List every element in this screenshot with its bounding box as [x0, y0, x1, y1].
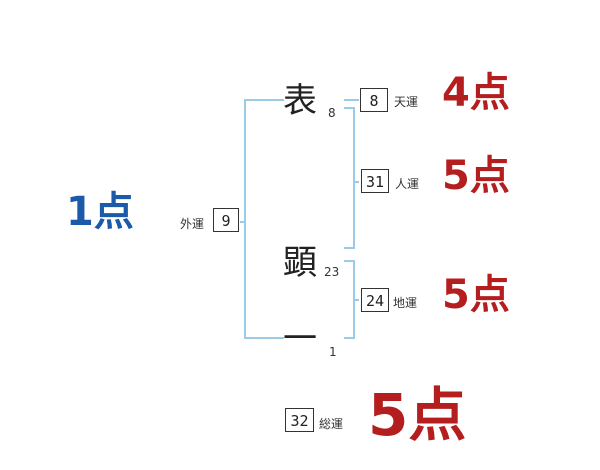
name-char-3: 一: [283, 319, 317, 359]
name-char-2: 顕: [283, 243, 317, 283]
gaiun-label: 外運: [180, 217, 205, 231]
name-char-1-strokes: 8: [328, 106, 336, 120]
gaiun-score: 1点: [66, 189, 134, 235]
jinun-bracket: [344, 107, 355, 249]
chiun-bracket: [344, 260, 355, 339]
souun-score: 5点: [368, 381, 467, 449]
name-char-2-strokes: 23: [324, 265, 340, 279]
chiun-value-box: 24: [361, 288, 389, 312]
jinun-value-box: 31: [361, 169, 389, 193]
jinun-score: 5点: [442, 153, 510, 199]
chiun-label: 地運: [393, 296, 418, 310]
tenun-value-box: 8: [360, 88, 388, 112]
souun-value-box: 32: [285, 408, 314, 432]
gaiun-value-box: 9: [213, 208, 239, 232]
chiun-score: 5点: [442, 272, 510, 318]
souun-label: 総運: [319, 417, 344, 431]
outer-bracket: [244, 99, 284, 339]
jinun-label: 人運: [395, 177, 420, 191]
tenun-label: 天運: [394, 95, 419, 109]
tenun-score: 4点: [442, 70, 510, 116]
name-char-1: 表: [283, 81, 317, 121]
name-char-3-strokes: 1: [329, 345, 337, 359]
